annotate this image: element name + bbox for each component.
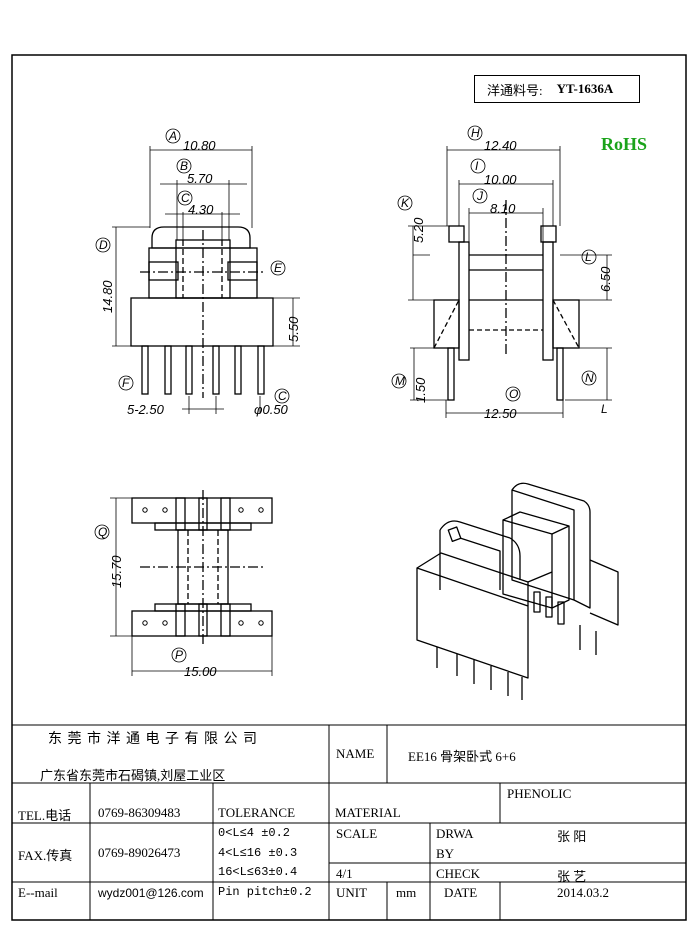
dim-l: 6.50 [598, 266, 613, 292]
dim-q: 15.70 [109, 555, 124, 588]
scale-value: 4/1 [336, 866, 353, 881]
dim-j: 8.10 [490, 201, 516, 216]
tolerance-row-3: 16<L≤63±0.4 [218, 865, 298, 879]
tel-label: TEL.电话 [18, 808, 72, 823]
company-address: 广东省东莞市石碣镇,刘屋工业区 [40, 768, 226, 783]
dim-d: 14.80 [100, 280, 115, 313]
dim-i: 10.00 [484, 172, 517, 187]
balloon-k: K [401, 196, 410, 210]
balloon-j: J [476, 189, 484, 203]
balloon-i: I [475, 159, 479, 173]
dim-b: 5.70 [187, 171, 213, 186]
balloon-c: C [181, 191, 190, 205]
dim-m: 1.50 [413, 377, 428, 403]
drawn-by-label-2: BY [436, 846, 455, 861]
tolerance-row-2: 4<L≤16 ±0.3 [218, 846, 298, 860]
part-number-label: 洋通料号: [487, 82, 543, 98]
date-label: DATE [444, 885, 478, 900]
bottom-dimensions [110, 497, 273, 676]
company-name: 东 莞 市 洋 通 电 子 有 限 公 司 [48, 732, 258, 747]
balloon-l: L [585, 250, 592, 264]
material-value: PHENOLIC [507, 786, 572, 801]
scale-label: SCALE [336, 826, 378, 841]
part-number-value: YT-1636A [556, 81, 614, 96]
fax-label: FAX.传真 [18, 848, 73, 863]
name-label: NAME [336, 746, 375, 761]
dim-p: 15.00 [184, 664, 217, 679]
dim-c: 4.30 [188, 202, 214, 217]
rohs-mark: RoHS [601, 134, 648, 154]
fax-value: 0769-89026473 [98, 845, 181, 860]
balloon-e: E [274, 261, 283, 275]
balloon-b: B [180, 159, 188, 173]
balloon-h: H [471, 126, 480, 140]
dim-o: 12.50 [484, 406, 517, 421]
side-dimensions [408, 146, 612, 418]
balloon-q: Q [98, 525, 107, 539]
drawn-by-value: 张 阳 [557, 829, 587, 844]
side-balloons [391, 125, 597, 402]
label-l: L [601, 402, 608, 416]
date-value: 2014.03.2 [557, 885, 609, 900]
isometric-view [416, 482, 619, 700]
dim-h: 12.40 [484, 138, 517, 153]
part-number-box: 洋通料号: YT-1636A [474, 75, 640, 103]
dim-a: 10.80 [183, 138, 216, 153]
balloon-d: D [99, 238, 108, 252]
bottom-pin-holes [142, 507, 264, 626]
balloon-f: F [122, 376, 130, 390]
name-value: EE16 骨架卧式 6+6 [408, 749, 516, 764]
dim-pin-dia: φ0.50 [254, 402, 289, 417]
tolerance-row-1: 0<L≤4 ±0.2 [218, 826, 291, 840]
balloon-m: M [395, 374, 405, 388]
balloon-n: N [585, 371, 594, 385]
drawn-by-label-1: DRWA [436, 826, 474, 841]
dim-e: 5.50 [286, 316, 301, 342]
front-view [130, 226, 274, 398]
tel-value: 0769-86309483 [98, 805, 181, 820]
front-balloons [95, 128, 290, 404]
bottom-balloons [94, 524, 187, 663]
unit-value: mm [396, 885, 417, 900]
email-label: E--mail [18, 885, 58, 900]
dim-k: 5.20 [411, 217, 426, 243]
check-value: 张 艺 [557, 869, 587, 884]
balloon-a: A [168, 129, 177, 143]
bottom-view [131, 490, 273, 645]
balloon-c2: C [278, 389, 287, 403]
material-label: MATERIAL [335, 805, 401, 820]
check-label: CHECK [436, 866, 481, 881]
balloon-o: O [509, 387, 518, 401]
front-dimensions [112, 146, 300, 414]
tolerance-row-4: Pin pitch±0.2 [218, 885, 312, 899]
tolerance-label: TOLERANCE [218, 805, 296, 820]
unit-label: UNIT [336, 885, 368, 900]
title-block-grid [12, 724, 686, 920]
email-value: wydz001@126.com [98, 886, 204, 900]
dim-pitch: 5-2.50 [127, 402, 165, 417]
balloon-p: P [175, 648, 183, 662]
